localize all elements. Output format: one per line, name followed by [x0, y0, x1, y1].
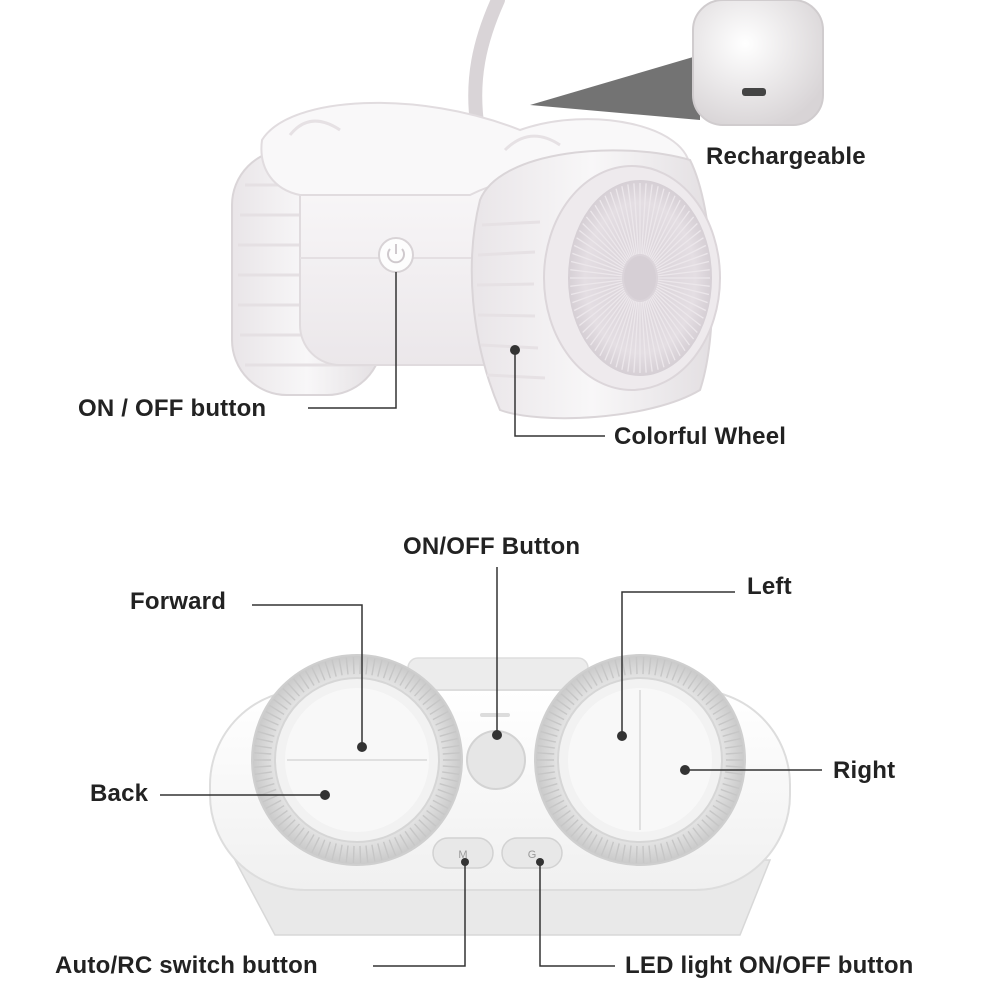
label-right: Right [833, 757, 896, 784]
label-colorful-wheel: Colorful Wheel [614, 423, 787, 450]
g-button[interactable] [501, 837, 563, 869]
label-remote-on-off: ON/OFF Button [403, 533, 581, 560]
toy-wheel-hub-rays [570, 183, 710, 373]
label-rechargeable: Rechargeable [706, 143, 866, 170]
top-leader-lines [308, 272, 605, 437]
m-button[interactable] [432, 837, 494, 869]
bottom-leader-lines [160, 567, 822, 967]
remote-control: M G [209, 654, 791, 936]
toy-power-button[interactable] [378, 237, 414, 273]
label-on-off-button: ON / OFF button [78, 395, 267, 422]
label-led-light: LED light ON/OFF button [625, 952, 914, 979]
toy-right-tire-treads [476, 220, 546, 380]
label-forward: Forward [130, 588, 227, 615]
leader-dots [320, 730, 690, 866]
label-auto-rc-switch: Auto/RC switch button [55, 952, 318, 979]
g-button-label: G [528, 849, 537, 861]
usb-port-closeup [530, 0, 824, 126]
toy-wand [468, 0, 505, 137]
label-back: Back [90, 780, 149, 807]
usb-port-icon [742, 88, 766, 96]
m-button-label: M [458, 849, 467, 861]
toy-car [231, 0, 721, 420]
label-left: Left [747, 573, 792, 600]
